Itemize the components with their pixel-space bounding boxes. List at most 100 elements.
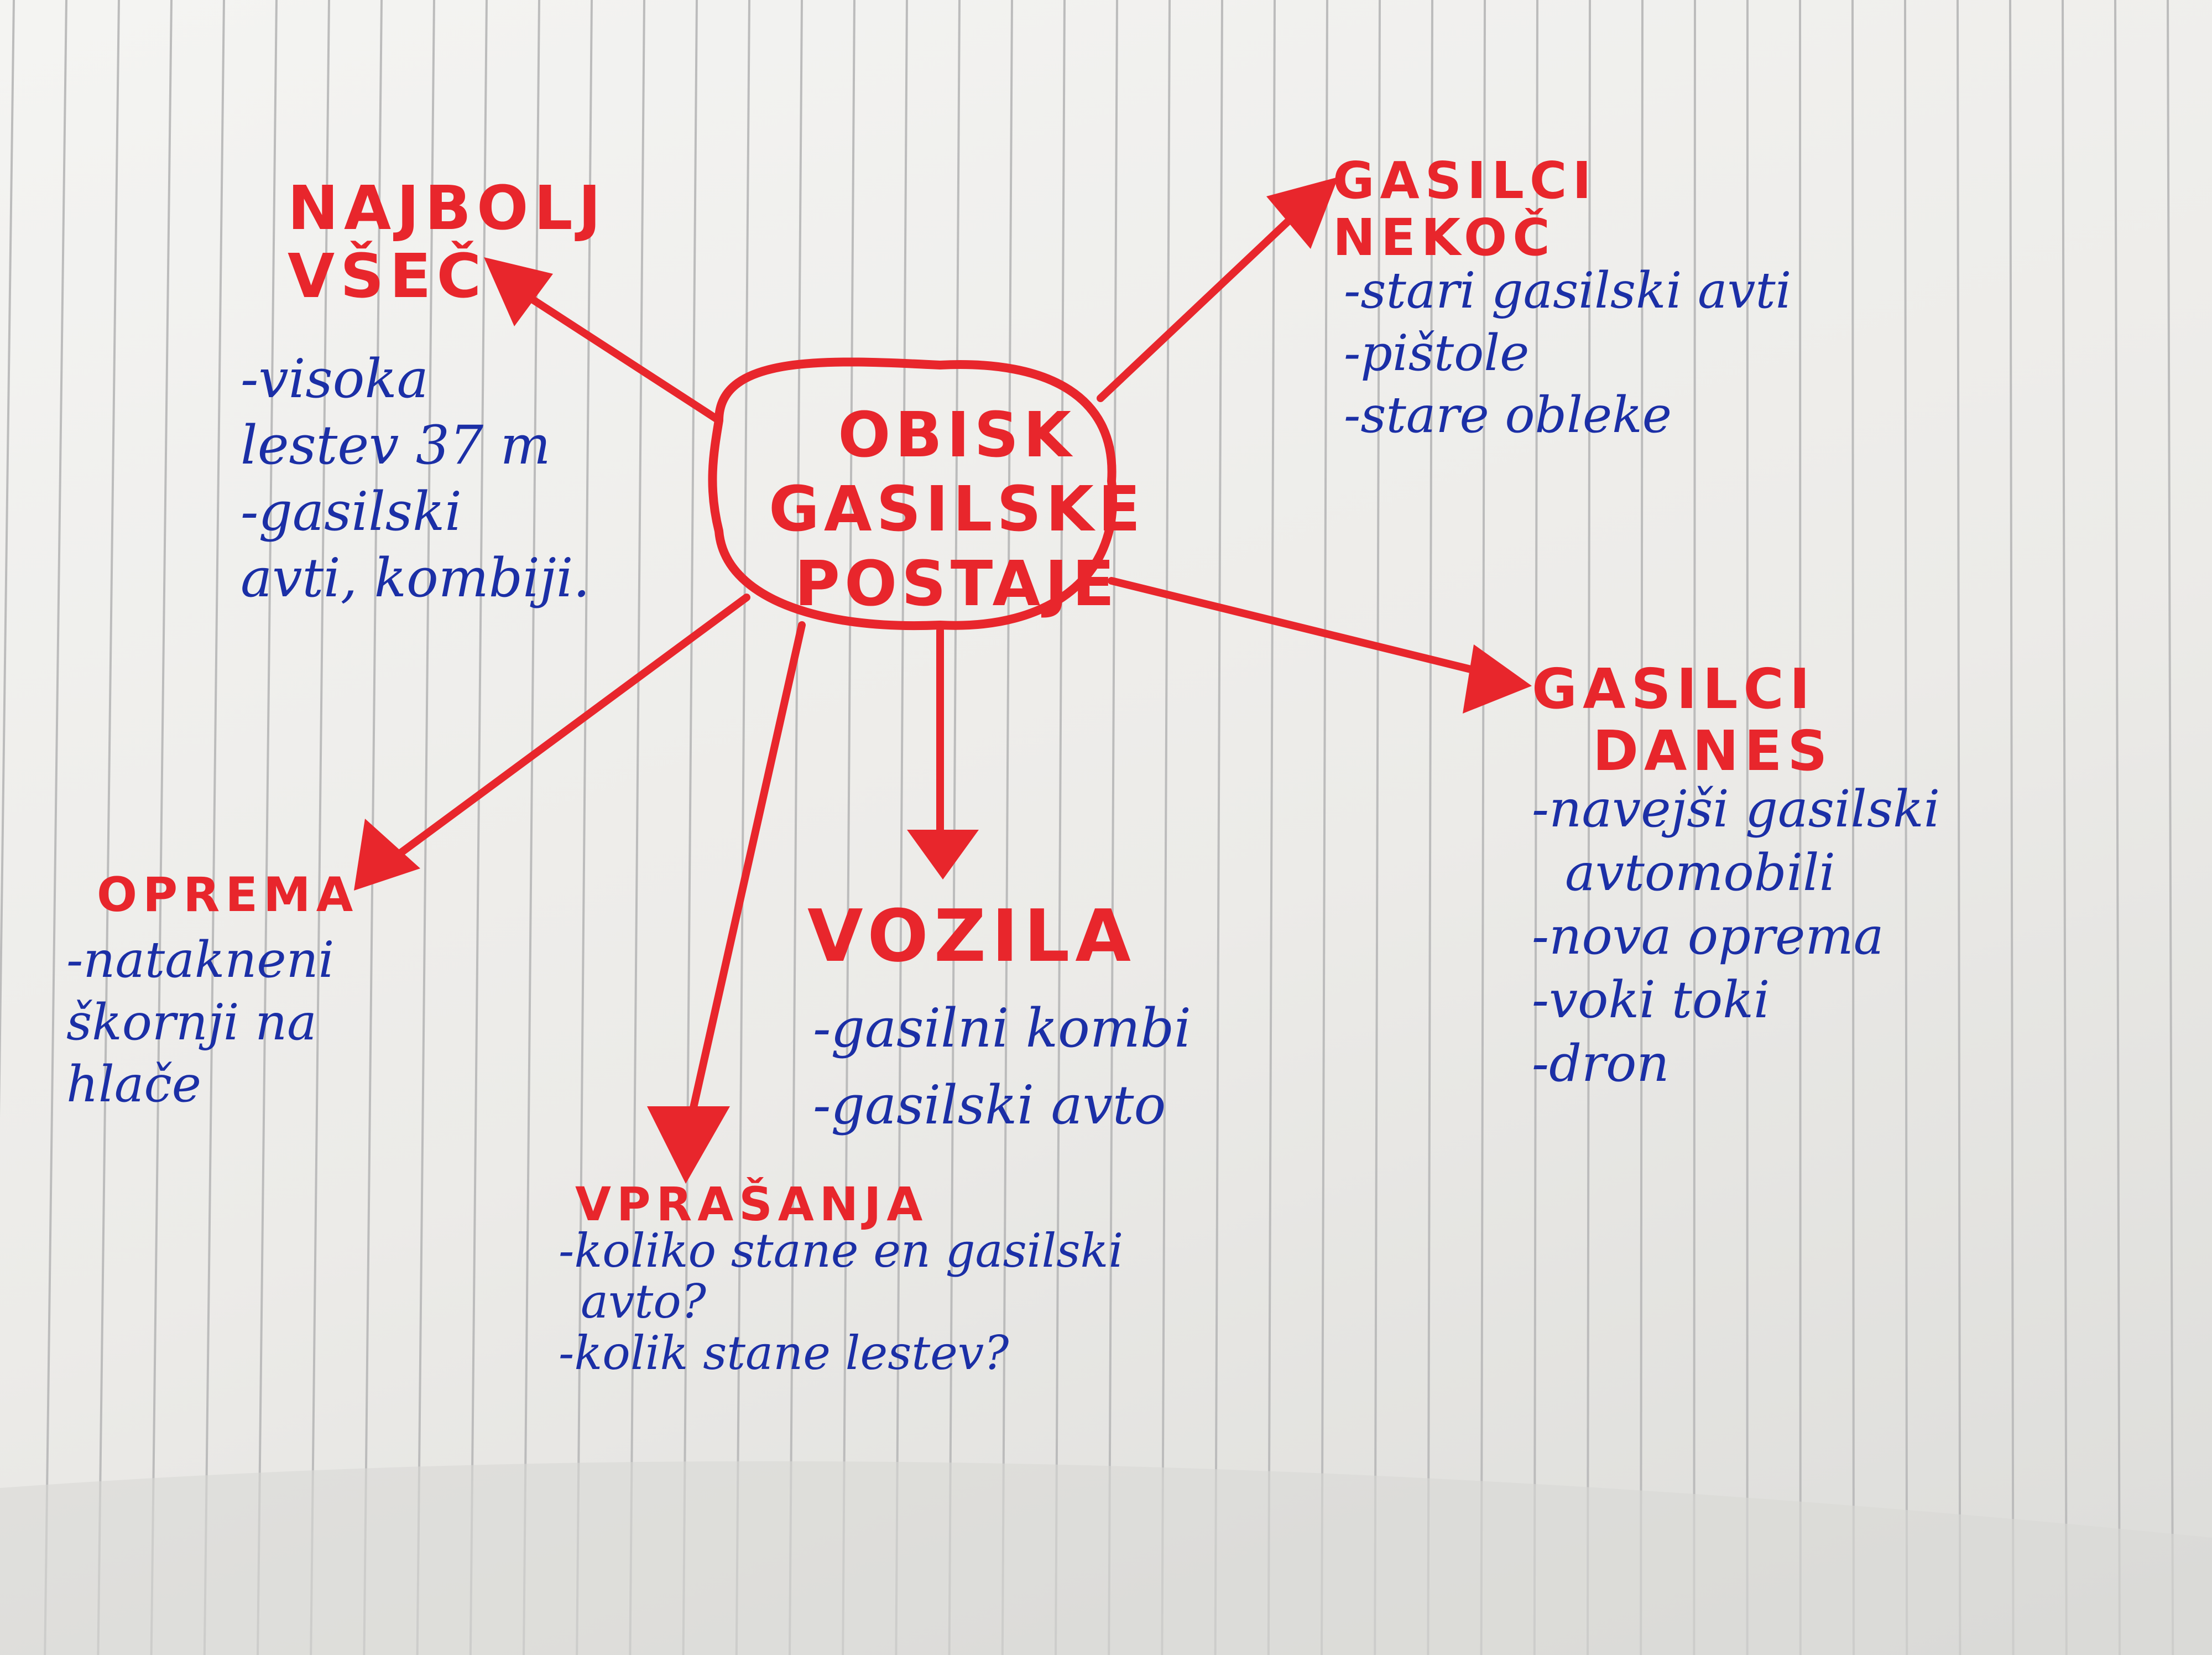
note-line: -kolik stane lestev?: [559, 1325, 1009, 1380]
title-line: VŠEČ: [288, 241, 487, 312]
arrowhead-vozila: [907, 830, 979, 879]
branch-notes-najbolj-vsec: -visoka lestev 37 m -gasilski avti, komb…: [241, 346, 590, 611]
ruling-line: [1851, 0, 1855, 1655]
branch-notes-gasilci-danes: -navejši gasilski avtomobili -nova oprem…: [1532, 777, 1940, 1095]
ruling-line: [1374, 0, 1381, 1655]
ruling-line: [416, 0, 435, 1655]
ruling-line: [948, 0, 961, 1655]
branch-title-oprema: OPREMA: [97, 868, 358, 922]
note-line: -visoka: [241, 348, 429, 410]
ruling-line: [150, 0, 173, 1655]
center-line: POSTAJE: [794, 548, 1119, 620]
ruling-line: [97, 0, 120, 1655]
note-line: -nova oprema: [1532, 907, 1884, 966]
ruling-line: [203, 0, 225, 1655]
arrowhead-vprasanja: [647, 1106, 730, 1184]
branch-notes-vozila: -gasilni kombi -gasilski avto: [813, 990, 1191, 1144]
branch-title-najbolj-vsec: NAJBOLJ VŠEČ: [288, 174, 607, 310]
ruling-line: [1640, 0, 1644, 1655]
note-line: -voki toki: [1532, 970, 1770, 1029]
ruling-line: [576, 0, 593, 1655]
note-line: avti, kombiji.: [241, 547, 590, 609]
branch-notes-gasilci-nekoc: -stari gasilski avti -pištole -stare obl…: [1344, 260, 1791, 447]
title-line: GASILCI: [1333, 151, 1597, 210]
note-line: škornji na: [66, 993, 317, 1052]
ruling-line: [2167, 0, 2174, 1655]
ruling-line: [1587, 0, 1591, 1655]
ruling-line: [1001, 0, 1013, 1655]
ruling-line: [1321, 0, 1328, 1655]
ruling-line: [842, 0, 855, 1655]
center-ellipse: [708, 357, 1117, 631]
arrow-to-vprasanja: [687, 621, 806, 1121]
paper-fold-edge: [0, 1461, 2212, 1655]
arrow-to-najbolj-vsec: [510, 284, 723, 424]
ruling-line: [469, 0, 488, 1655]
note-line: hlače: [66, 1055, 202, 1113]
arrow-to-oprema: [383, 594, 750, 867]
branch-title-vprasanja: VPRAŠANJA: [575, 1178, 928, 1230]
ruling-line: [629, 0, 645, 1655]
ruling-line: [735, 0, 750, 1655]
title-line: VOZILA: [807, 894, 1136, 978]
note-line: -koliko stane en gasilski: [559, 1224, 1124, 1278]
ruling-line: [682, 0, 698, 1655]
ruling-line: [1214, 0, 1223, 1655]
center-line: OBISK: [838, 399, 1076, 471]
ruling-line: [1055, 0, 1066, 1655]
ruling-line: [1533, 0, 1538, 1655]
note-line: -gasilni kombi: [813, 997, 1191, 1059]
branch-notes-oprema: -natakneni škornji na hlače: [66, 929, 334, 1116]
arrowhead-oprema: [354, 819, 420, 891]
center-line: GASILSKE: [769, 473, 1145, 546]
ruling-line: [1267, 0, 1276, 1655]
branch-notes-vprasanja: -koliko stane en gasilski avto? -kolik s…: [559, 1224, 1124, 1380]
note-line: avto?: [581, 1274, 706, 1329]
ruling-line: [310, 0, 330, 1655]
title-line: NEKOČ: [1333, 208, 1556, 268]
branch-title-gasilci-danes: GASILCI DANES: [1532, 658, 1833, 782]
ruling-line: [789, 0, 803, 1655]
note-line: -gasilski avto: [813, 1074, 1166, 1137]
note-line: avtomobili: [1565, 843, 1835, 902]
branch-title-gasilci-nekoc: GASILCI NEKOČ: [1333, 152, 1597, 266]
title-line: NAJBOLJ: [288, 173, 607, 243]
note-line: -stari gasilski avti: [1344, 262, 1792, 320]
note-line: -gasilski: [241, 481, 462, 543]
note-line: lestev 37 m: [241, 414, 551, 476]
note-line: -navejši gasilski: [1532, 779, 1940, 839]
ruling-line: [1904, 0, 1908, 1655]
ruling-line: [257, 0, 278, 1655]
title-line: VPRAŠANJA: [575, 1177, 928, 1231]
branch-title-vozila: VOZILA: [807, 896, 1136, 977]
arrowhead-gasilci-danes: [1463, 644, 1532, 714]
note-line: -pištole: [1344, 324, 1530, 382]
ruling-line: [1161, 0, 1171, 1655]
ruling-line: [2114, 0, 2121, 1655]
arrow-to-gasilci-nekoc: [1097, 212, 1298, 402]
ruling-line: [1480, 0, 1486, 1655]
note-line: -natakneni: [66, 931, 335, 989]
ruling-line: [44, 0, 67, 1655]
ruling-line: [1957, 0, 1961, 1655]
note-line: -stare obleke: [1344, 386, 1672, 444]
title-line: DANES: [1593, 719, 1833, 783]
ruling-line: [1693, 0, 1696, 1655]
arrowhead-gasilci-nekoc: [1266, 177, 1338, 249]
title-line: GASILCI: [1532, 657, 1816, 721]
ruling-line: [0, 0, 15, 1117]
ruling-line: [1108, 0, 1118, 1655]
arrow-to-gasilci-danes: [1108, 577, 1497, 679]
ruling-line: [1427, 0, 1433, 1655]
ruling-line: [895, 0, 908, 1655]
title-line: OPREMA: [97, 867, 359, 923]
arrowhead-najbolj-vsec: [484, 257, 553, 326]
ruling-line: [2062, 0, 2068, 1655]
note-line: -dron: [1532, 1034, 1670, 1093]
center-topic: OBISK GASILSKE POSTAJE: [769, 398, 1145, 621]
ruling-line: [2009, 0, 2015, 1655]
ruling-line: [1799, 0, 1802, 1655]
